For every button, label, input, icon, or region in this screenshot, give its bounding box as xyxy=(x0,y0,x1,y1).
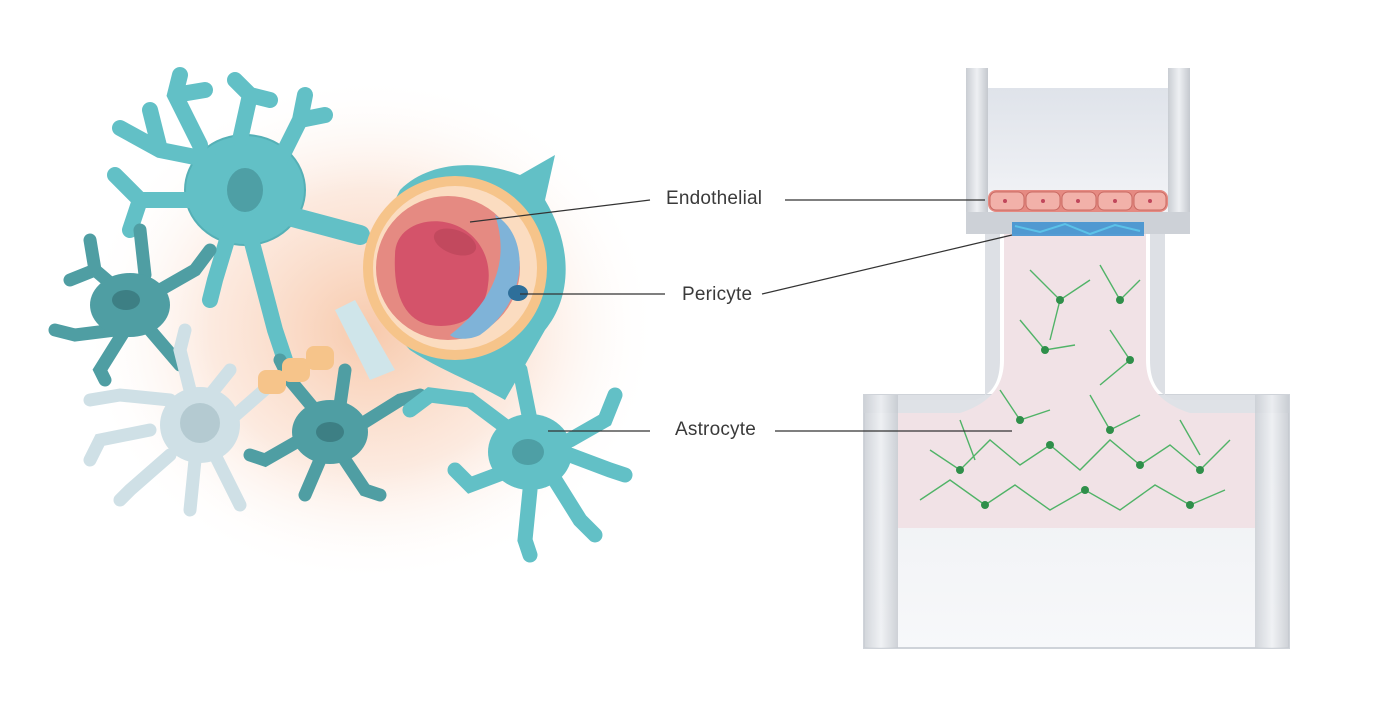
label-endothelial: Endothelial xyxy=(666,188,763,209)
endothelial-cell-layer xyxy=(988,190,1168,212)
astrocyte-cell-bodies xyxy=(956,296,1204,509)
glial-process xyxy=(335,300,395,380)
synapse-terminals-icon xyxy=(258,346,334,394)
pericyte-cell-layer xyxy=(1012,222,1144,236)
pericyte-leader-right xyxy=(761,234,1013,295)
astrocyte-cell-icon xyxy=(402,332,633,563)
astrocyte-cell-icon xyxy=(107,67,370,368)
astrocyte-cell-icon xyxy=(243,353,427,502)
astrocyte-cell-icon xyxy=(48,223,217,387)
endothelial-leader xyxy=(469,199,651,223)
label-astrocyte: Astrocyte xyxy=(675,419,756,440)
label-pericyte: Pericyte xyxy=(682,284,753,305)
transwell-insert-icon xyxy=(761,68,1290,649)
neuron-cell-icon xyxy=(83,323,277,517)
blood-vessel-icon xyxy=(363,176,547,360)
neurovascular-unit-illustration xyxy=(48,67,665,585)
